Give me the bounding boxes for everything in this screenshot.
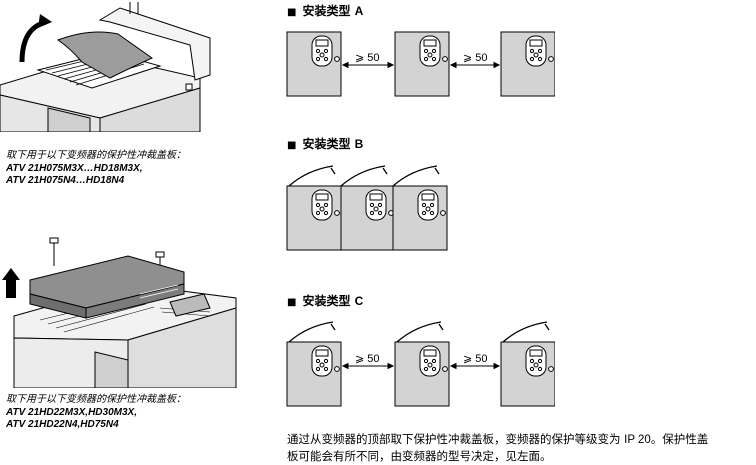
section-letter: C: [354, 294, 364, 308]
caption-bottom-line2: ATV 21HD22M3X,HD30M3X,: [6, 406, 137, 418]
drive-unit: [500, 31, 555, 97]
drive-unit: [392, 185, 448, 251]
caption-top: 取下用于以下变频器的保护性冲裁盖板： ATV 21H075M3X…HD18M3X…: [6, 150, 236, 188]
gap-label: ⩾ 50: [355, 52, 380, 64]
caption-bottom-line3: ATV 21HD22N4,HD75N4: [6, 419, 119, 430]
section-title-c: ■ 安装类型 C: [287, 292, 363, 309]
drive-unit: [286, 31, 342, 97]
section-letter: B: [354, 137, 364, 151]
note-ip-rating: IP 20: [624, 434, 651, 446]
gap-label: ⩾ 50: [463, 52, 488, 64]
section-label: 安装类型: [302, 294, 351, 308]
bullet-icon: ■: [287, 140, 297, 151]
gap-label: ⩾ 50: [463, 353, 488, 365]
section-label: 安装类型: [302, 137, 351, 151]
drive-cover-removal-illustration-top: [0, 2, 211, 132]
note-line2: 板可能会有所不同，由变频器的型号决定，见左面。: [287, 449, 552, 463]
curved-arrow-icon: [19, 19, 47, 63]
section-title-a: ■ 安装类型 A: [287, 2, 363, 19]
gap-label: ⩾ 50: [355, 353, 380, 365]
drive-unit: [500, 341, 555, 407]
bullet-icon: ■: [287, 7, 297, 18]
caption-top-line3: ATV 21H075N4…HD18N4: [6, 175, 125, 186]
drive-cover-removal-illustration-bottom: [2, 237, 237, 388]
section-letter: A: [354, 4, 364, 18]
caption-bottom: 取下用于以下变频器的保护性冲裁盖板： ATV 21HD22M3X,HD30M3X…: [6, 394, 236, 432]
caption-bottom-line1: 取下用于以下变频器的保护性冲裁盖板：: [6, 394, 186, 405]
mounting-diagram-a: ⩾ 50 ⩾ 50: [286, 31, 555, 97]
drive-unit: [286, 341, 342, 407]
gap-arrow-icon: [341, 362, 501, 370]
drive-unit: [394, 31, 450, 97]
note-line1-a: 通过从变频器的顶部取下保护性冲裁盖板，变频器的保护等级变为: [287, 432, 621, 446]
gap-arrow-icon: [341, 61, 501, 69]
caption-top-line2: ATV 21H075M3X…HD18M3X,: [6, 162, 143, 174]
caption-top-line1: 取下用于以下变频器的保护性冲裁盖板：: [6, 150, 186, 161]
drive-unit: [286, 185, 342, 251]
drive-unit: [394, 341, 450, 407]
section-label: 安装类型: [302, 4, 351, 18]
protection-note: 通过从变频器的顶部取下保护性冲裁盖板，变频器的保护等级变为 IP 20。保护性盖…: [287, 431, 755, 464]
note-line1: 通过从变频器的顶部取下保护性冲裁盖板，变频器的保护等级变为 IP 20。保护性盖: [287, 431, 755, 448]
section-title-b: ■ 安装类型 B: [287, 135, 363, 152]
mounting-diagram-b: [286, 165, 448, 251]
mounting-diagram-c: ⩾ 50 ⩾ 50: [286, 321, 555, 407]
up-arrow-icon: [2, 268, 20, 298]
drive-unit: [340, 185, 396, 251]
bullet-icon: ■: [287, 297, 297, 308]
note-line1-b: 。保护性盖: [650, 432, 709, 446]
